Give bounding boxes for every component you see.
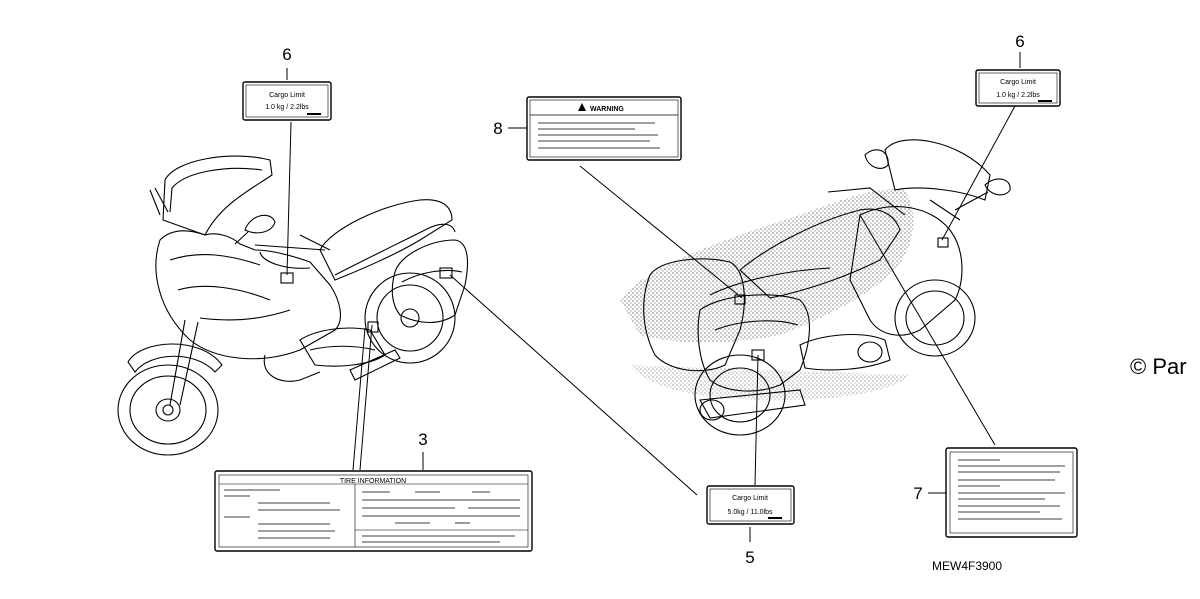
cargo-bottom-value: 5.0kg / 11.0lbs xyxy=(727,509,773,516)
callout-8: 8 xyxy=(493,119,502,138)
callout-6-left: 6 xyxy=(282,45,291,64)
cargo-left-value: 1.0 kg / 2.2lbs xyxy=(265,104,309,111)
diagram-code: MEW4F3900 xyxy=(932,559,1002,573)
leader-lines-right xyxy=(508,52,1021,542)
cargo-left-title: Cargo Limit xyxy=(269,92,305,99)
info-label-7 xyxy=(945,447,1078,538)
cargo-limit-label-left: Cargo Limit 1.0 kg / 2.2lbs xyxy=(242,81,332,121)
cargo-right-value: 1.0 kg / 2.2lbs xyxy=(996,92,1040,99)
cargo-right-title: Cargo Limit xyxy=(1000,79,1036,86)
cargo-limit-label-right: Cargo Limit 1.0 kg / 2.2lbs xyxy=(975,69,1061,107)
warning-title: WARNING xyxy=(590,106,624,113)
motorcycle-left xyxy=(117,155,469,456)
cargo-limit-label-bottom: Cargo Limit 5.0kg / 11.0lbs xyxy=(706,485,795,525)
callout-5: 5 xyxy=(745,548,754,567)
tire-title: TIRE INFORMATION xyxy=(340,478,406,485)
warning-triangle-icon xyxy=(578,103,586,111)
warning-label: WARNING xyxy=(526,96,682,161)
cargo-bottom-title: Cargo Limit xyxy=(732,495,768,502)
leader-lines-left xyxy=(286,68,698,496)
motorcycle-right xyxy=(643,139,1011,436)
callout-7: 7 xyxy=(913,484,922,503)
tire-information-label: TIRE INFORMATION xyxy=(214,470,533,552)
motorcycle-right-shading xyxy=(620,189,914,401)
copyright-text: © Par xyxy=(1130,354,1187,379)
callout-6-right: 6 xyxy=(1015,32,1024,51)
callout-3: 3 xyxy=(418,430,427,449)
